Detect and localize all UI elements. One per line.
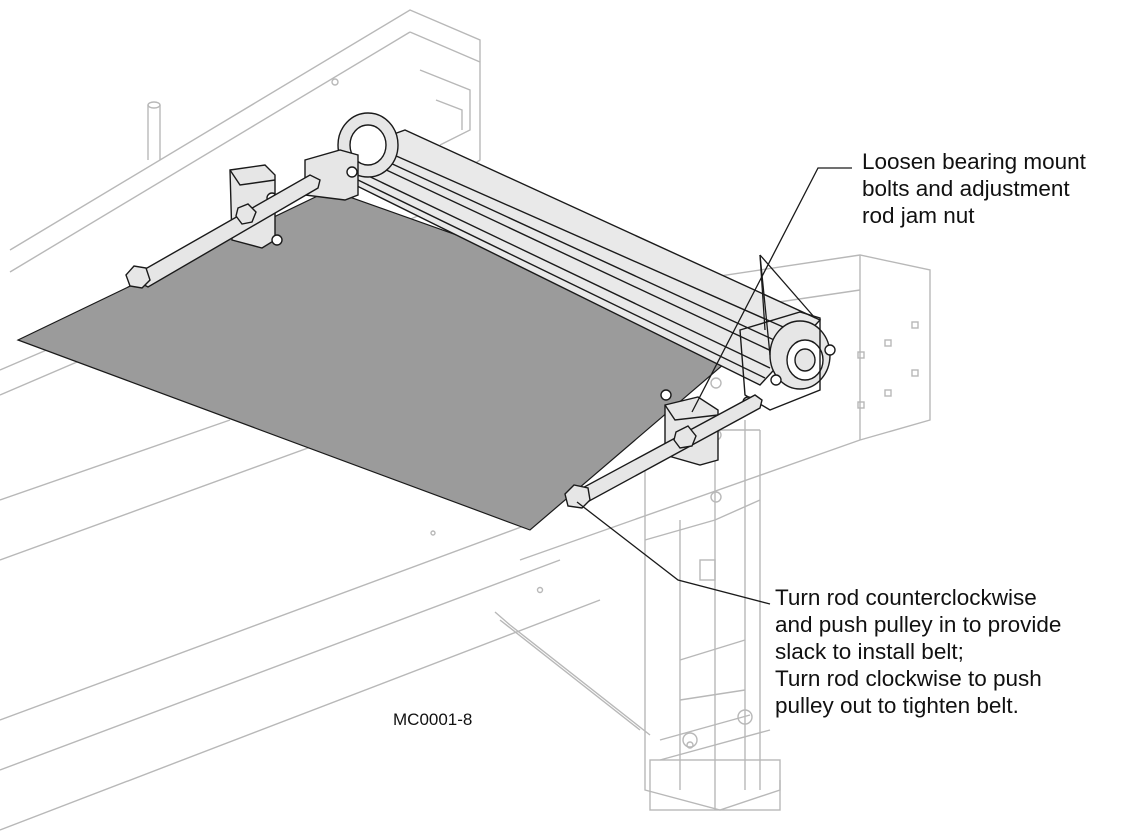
leader-lines <box>576 167 852 605</box>
right-bearing-mount <box>564 311 836 509</box>
left-bearing-mount <box>125 149 359 289</box>
callout-line: bolts and adjustment <box>862 176 1070 201</box>
callout-line: slack to install belt; <box>775 639 964 664</box>
callout-line: and push pulley in to provide <box>775 612 1062 637</box>
callout-loosen-bearing-bolts: Loosen bearing mount bolts and adjustmen… <box>862 148 1086 229</box>
callout-line: rod jam nut <box>862 203 975 228</box>
callout-turn-rod: Turn rod counterclockwise and push pulle… <box>775 584 1061 719</box>
drawing-number: MC0001-8 <box>393 710 473 729</box>
callout-line: Loosen bearing mount <box>862 149 1086 174</box>
callout-line: Turn rod clockwise to push <box>775 666 1042 691</box>
callout-line: Turn rod counterclockwise <box>775 585 1037 610</box>
callout-line: pulley out to tighten belt. <box>775 693 1019 718</box>
